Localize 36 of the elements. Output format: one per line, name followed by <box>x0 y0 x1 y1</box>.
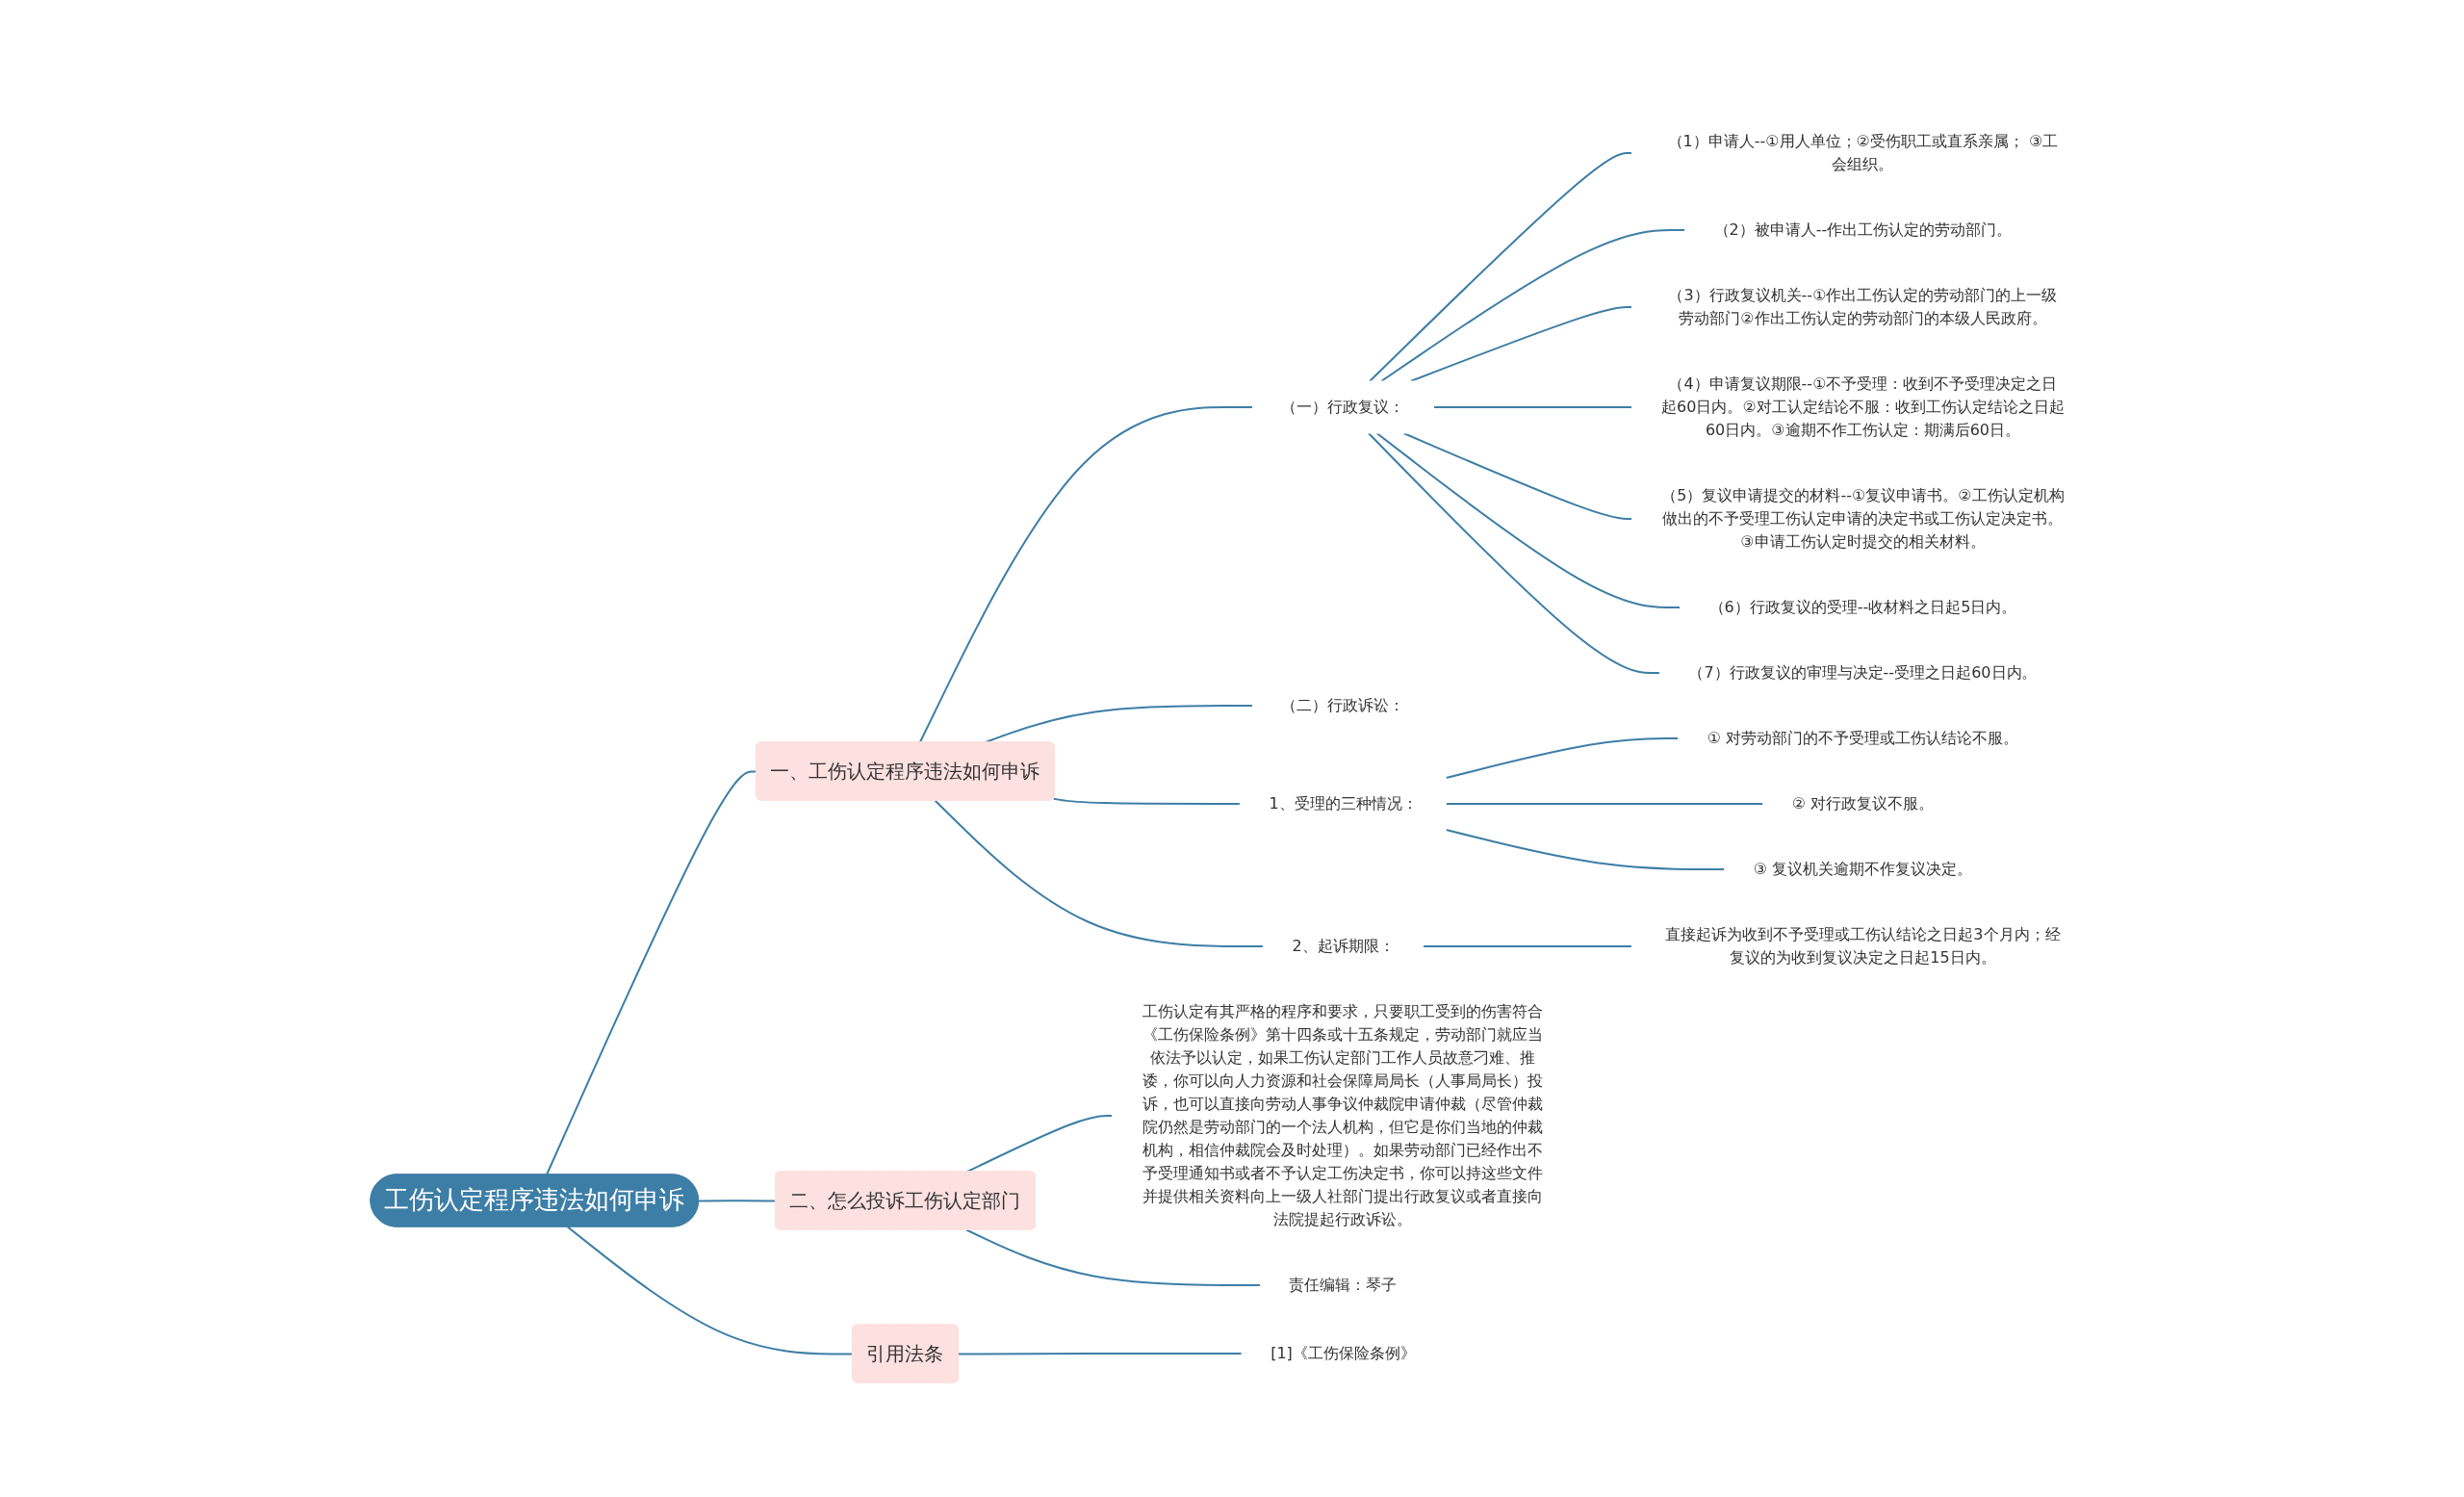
node-text: （1）申请人--①用人单位；②受伤职工或直系亲属； ③工会组织。 <box>1667 131 2059 173</box>
connector <box>1379 228 1686 382</box>
node-text: 直接起诉为收到不予受理或工伤认结论之日起3个月内；经复议的为收到复议决定之日起15日内。 <box>1665 924 2061 967</box>
connector <box>1402 431 1633 520</box>
connector <box>1368 151 1633 382</box>
connector <box>1445 736 1680 779</box>
connector <box>1445 828 1726 870</box>
connector <box>918 405 1254 743</box>
connector <box>934 799 1265 947</box>
node-text: （3）行政复议机关--①作出工伤认定的劳动部门的上一级劳动部门②作出工伤认定的劳动部门的本级人民政府。 <box>1668 285 2058 327</box>
connector <box>1422 944 1633 947</box>
connector <box>1445 802 1764 805</box>
node-text: 2、起诉期限： <box>1292 936 1395 955</box>
node-text: （2）被申请人--作出工伤认定的劳动部门。 <box>1713 219 2013 239</box>
connector <box>1052 797 1242 805</box>
connector <box>1375 431 1681 608</box>
node-text: （一）行政复议： <box>1281 397 1405 416</box>
node-text: ① 对劳动部门的不予受理或工伤认结论不服。 <box>1707 728 2018 747</box>
connector <box>697 1199 777 1201</box>
node-text: 1、受理的三种情况： <box>1269 793 1418 813</box>
node-text: （5）复议申请提交的材料--①复议申请书。②工伤认定机构做出的不予受理工伤认定申请的决定书或工伤认定决定书。③申请工伤认定时提交的相关材料。 <box>1661 485 2065 551</box>
connector <box>1432 405 1633 408</box>
connector <box>545 769 757 1175</box>
node-text: 责任编辑：琴子 <box>1289 1275 1398 1294</box>
connector <box>964 1228 1262 1286</box>
node-text: （4）申请复议期限--①不予受理：收到不予受理决定之日起60日内。②对工认定结论不服：收到工伤认定结论之日起60日内。③逾期不作工伤认定：期满后60日。 <box>1660 374 2065 439</box>
connector <box>957 1352 1243 1355</box>
node-text: （7）行政复议的审理与决定--受理之日起60日内。 <box>1688 662 2038 682</box>
node-text: （6）行政复议的受理--收材料之日起5日内。 <box>1708 597 2017 616</box>
connector <box>566 1226 854 1355</box>
node-text: （二）行政诉讼： <box>1281 695 1405 714</box>
connector <box>1367 431 1661 674</box>
node-text: ③ 复议机关逾期不作复议决定。 <box>1753 859 1972 878</box>
node-text: ② 对行政复议不服。 <box>1791 793 1934 813</box>
node-text: 工伤认定有其严格的程序和要求，只要职工受到的伤害符合《工伤保险条例》第十四条或十五条规定，劳动部门就应当依法予以认定，如果工伤认定部门工作人员故意刁难、推诿，你可以向人力资源和社会保障局局长（人事局局长）投诉，也可以直接向劳动人事争议仲裁院申请仲裁（尽管仲裁院仍然是劳动部门的一个法人机构，但它是你们当地的仲裁机构，相信仲裁院会及时处理）。如果劳动部门已经作出不予受理通知书或者不予认定工伤决定书，你可以持这些文件并提供相关资料向上一级人社部门提出行政复议或者直接向法院提起行政诉讼。 <box>1142 1001 1544 1228</box>
node-text: [1]《工伤保险条例》 <box>1270 1343 1416 1362</box>
